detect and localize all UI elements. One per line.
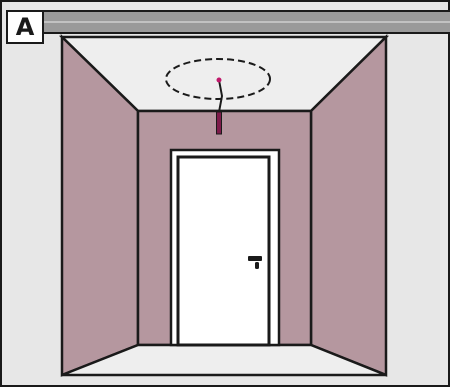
- detection-zone: [165, 58, 271, 100]
- door: [176, 155, 271, 347]
- ceiling-sensor-icon: [216, 77, 224, 135]
- panel-label: A: [6, 10, 44, 44]
- door-handle-icon: [248, 256, 262, 269]
